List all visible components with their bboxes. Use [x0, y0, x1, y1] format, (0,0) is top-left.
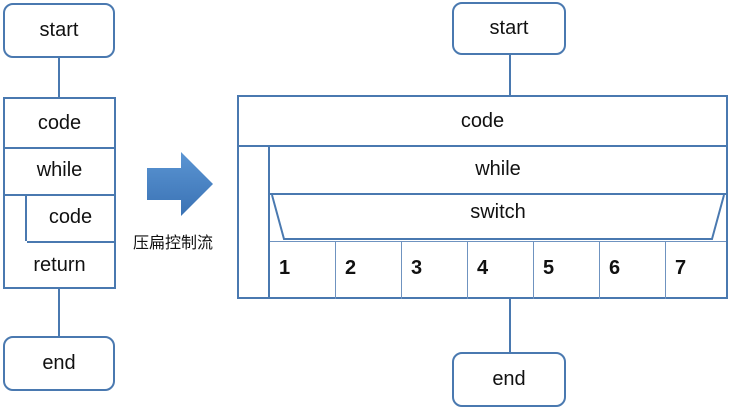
left-while-row: while	[5, 147, 114, 196]
right-while-row: while	[270, 145, 726, 195]
right-while-label: while	[475, 157, 521, 180]
case-cell-5: 5	[534, 241, 600, 299]
left-code-block: code while code return	[3, 97, 116, 289]
left-end-node: end	[3, 336, 115, 391]
right-end-label: end	[492, 368, 526, 390]
switch-trapezoid	[271, 194, 725, 240]
right-connector-top	[509, 55, 511, 95]
left-connector-bottom	[58, 289, 60, 336]
right-switch-row: switch	[270, 193, 726, 242]
right-connector-bottom	[509, 299, 511, 352]
case-cell-4: 4	[468, 241, 534, 299]
right-switch-label: switch	[470, 201, 526, 223]
left-loop-indent	[25, 194, 27, 241]
left-start-label: start	[39, 19, 79, 41]
left-code-row: code	[5, 99, 114, 149]
left-code-label: code	[37, 111, 82, 134]
right-end-node: end	[452, 352, 566, 407]
case-cell-2: 2	[336, 241, 402, 299]
left-inner-code-label: code	[48, 206, 93, 228]
case-cell-6: 6	[600, 241, 666, 299]
transform-label: 压扁控制流	[133, 233, 214, 252]
arrow-right-icon	[147, 152, 213, 216]
right-code-row: code	[239, 97, 726, 147]
left-return-row: return	[5, 243, 114, 287]
right-start-label: start	[489, 17, 529, 39]
left-inner-code-row: code	[27, 194, 114, 243]
left-connector-top	[58, 58, 60, 97]
right-start-node: start	[452, 2, 566, 55]
left-start-node: start	[3, 3, 115, 58]
left-while-label: while	[36, 159, 83, 181]
right-code-label: code	[460, 109, 505, 132]
case-cell-7: 7	[675, 257, 687, 279]
case-cell-1: 1	[270, 241, 336, 299]
right-loop-indent	[268, 145, 270, 297]
left-end-label: end	[42, 352, 76, 374]
case-cell-3: 3	[402, 241, 468, 299]
left-return-label: return	[33, 253, 86, 276]
right-code-block: code while switch	[237, 95, 728, 299]
